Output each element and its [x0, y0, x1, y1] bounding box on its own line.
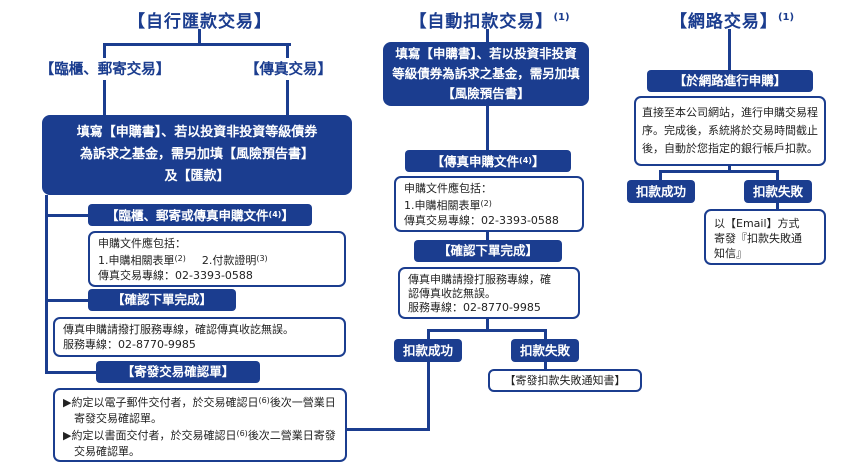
col2-fail-notice-box: 【寄發扣款失敗通知書】 — [488, 369, 642, 392]
col1-fill-form-box: 填寫【申購書】、若以投資非投資等級債券 為訴求之基金，需另加填【風險預告書】 及… — [42, 115, 352, 195]
text-line: 以【Email】方式 — [714, 217, 800, 230]
connector-line — [659, 170, 779, 173]
footnote-mark: (4) — [268, 210, 282, 219]
header-text: 【傳真申購文件 — [431, 154, 520, 169]
col3-debit-fail-box: 扣款失敗 — [744, 180, 812, 203]
col1-confirm-order-box: 傳真申購請撥打服務專線，確認傳真收訖無誤。 服務專線：02-8770-9985 — [53, 317, 346, 357]
connector-line — [776, 203, 779, 209]
text-line: 1.申購相關表單(2) — [404, 196, 574, 213]
col1-confirmation-slip-header: 【寄發交易確認單】 — [96, 361, 260, 383]
text-line: 後，自動於您指定的銀行帳戶扣款。 — [642, 142, 818, 155]
text-line: 【風險預告書】 — [442, 86, 530, 101]
connector-line — [427, 361, 430, 431]
text-segment: 後次二營業日寄發交易確認單。 — [74, 429, 336, 458]
col3-debit-success-box: 扣款成功 — [627, 180, 695, 203]
connector-line — [728, 29, 731, 70]
header-text: 】 — [281, 208, 294, 223]
text-line: 傳真申購請撥打服務專線，確認傳真收訖無誤。 — [63, 323, 294, 336]
connector-line — [659, 170, 662, 180]
footnote-mark: (1) — [553, 12, 570, 23]
text-line: 寄發『扣款失敗通 — [714, 232, 802, 245]
text-line: 傳真申購請撥打服務專線，確 — [408, 273, 551, 286]
column1-title: 【自行匯款交易】 — [128, 12, 272, 32]
connector-line — [45, 195, 48, 374]
header-text: 】 — [531, 154, 545, 169]
connector-line — [486, 29, 489, 42]
text-segment: 後次一營業日寄發交易確認單。 — [74, 396, 336, 425]
text-line: 及【匯款】 — [164, 169, 230, 184]
connector-line — [286, 43, 289, 58]
text-line: 序。完成後，系統將於交易時間截止 — [642, 124, 818, 137]
text-line: 認傳真收訖無誤。 — [408, 287, 496, 300]
footnote-mark: (4) — [519, 156, 532, 165]
text-segment: ▶約定以電子郵件交付者，於交易確認日 — [63, 396, 259, 409]
branch-fax-label: 【傳真交易】 — [245, 62, 332, 78]
text-line: 等級債券為訴求之基金，需另加填 — [392, 66, 580, 81]
text-line: 填寫【申購書】、若以投資非投資 — [395, 46, 577, 61]
title-text: 【網路交易】 — [669, 12, 778, 32]
connector-line — [347, 428, 430, 431]
service-phone-line: 服務專線：02-8770-9985 — [63, 338, 196, 351]
col2-confirm-order-box: 傳真申購請撥打服務專線，確 認傳真收訖無誤。 服務專線：02-8770-9985 — [398, 267, 580, 319]
connector-line — [103, 43, 106, 58]
connector-line — [427, 329, 430, 339]
col2-fax-docs-header: 【傳真申購文件(4)】 — [405, 150, 571, 172]
connector-line — [544, 362, 547, 370]
col1-docs-box: 申購文件應包括： 1.申購相關表單(2) 2.付款證明(3) 傳真交易專線：02-… — [88, 231, 346, 287]
footnote-mark: (3) — [256, 254, 268, 263]
branch-counter-mail-label: 【臨櫃、郵寄交易】 — [39, 62, 171, 78]
col3-online-purchase-box: 直接至本公司網站，進行申購交易程 序。完成後，系統將於交易時間截止 後，自動於您… — [634, 96, 826, 166]
footnote-mark: (2) — [174, 254, 186, 263]
bullet-item: ▶約定以電子郵件交付者，於交易確認日(6)後次一營業日寄發交易確認單。 — [63, 393, 337, 426]
connector-line — [45, 214, 88, 217]
connector-line — [486, 106, 489, 150]
text-line: 知信』 — [714, 247, 747, 260]
footnote-mark: (6) — [258, 396, 270, 405]
title-text: 【自動扣款交易】 — [409, 12, 554, 32]
fax-phone-line: 傳真交易專線：02-3393-0588 — [404, 214, 559, 227]
connector-line — [776, 170, 779, 180]
footnote-mark: (1) — [777, 12, 795, 23]
doc-item: 1.申購相關表單 — [98, 254, 175, 267]
service-phone-line: 服務專線：02-8770-9985 — [408, 301, 541, 314]
connector-line — [728, 166, 731, 173]
col2-debit-success-box: 扣款成功 — [394, 339, 462, 362]
fax-phone-line: 傳真交易專線：02-3393-0588 — [98, 269, 253, 282]
footnote-mark: (2) — [480, 199, 492, 208]
text-line: 直接至本公司網站，進行申購交易程 — [642, 106, 818, 119]
connector-line — [486, 319, 489, 329]
connector-line — [544, 329, 547, 339]
col1-confirm-order-header: 【確認下單完成】 — [88, 289, 236, 311]
column3-title: 【網路交易】(1) — [652, 7, 812, 32]
doc-item: 1.申購相關表單 — [404, 199, 481, 212]
col2-fill-form-box: 填寫【申購書】、若以投資非投資 等級債券為訴求之基金，需另加填 【風險預告書】 — [383, 42, 589, 106]
bullet-item: ▶約定以書面交付者，於交易確認日(6)後次二營業日寄發交易確認單。 — [63, 426, 337, 459]
text-line: 填寫【申購書】、若以投資非投資等級債券 — [76, 125, 318, 140]
connector-line — [198, 29, 201, 43]
connector-line — [486, 232, 489, 240]
text-segment: ▶約定以書面交付者，於交易確認日 — [63, 429, 237, 442]
doc-item: 2.付款證明 — [201, 254, 257, 267]
col2-fax-docs-box: 申購文件應包括： 1.申購相關表單(2) 傳真交易專線：02-3393-0588 — [394, 176, 584, 232]
connector-line — [45, 299, 88, 302]
col2-confirm-order-header: 【確認下單完成】 — [414, 240, 562, 262]
col3-fail-notice-box: 以【Email】方式 寄發『扣款失敗通 知信』 — [704, 209, 826, 265]
col3-online-purchase-header: 【於網路進行申購】 — [647, 70, 813, 92]
connector-line — [427, 329, 547, 332]
connector-line — [286, 80, 289, 115]
column2-title: 【自動扣款交易】(1) — [387, 7, 592, 32]
col2-debit-fail-box: 扣款失敗 — [511, 339, 579, 362]
col1-docs-header: 【臨櫃、郵寄或傳真申購文件(4)】 — [88, 204, 312, 226]
text-line: 申購文件應包括： — [98, 237, 186, 250]
footnote-mark: (6) — [236, 429, 248, 438]
text-line: 1.申購相關表單(2) 2.付款證明(3) — [98, 251, 336, 268]
text-line: 為訴求之基金，需另加填【風險預告書】 — [79, 147, 314, 162]
connector-line — [103, 80, 106, 115]
connector-line — [45, 371, 98, 374]
header-text: 【臨櫃、郵寄或傳真申購文件 — [106, 208, 269, 223]
text-line: 申購文件應包括： — [404, 182, 492, 195]
col1-confirmation-slip-box: ▶約定以電子郵件交付者，於交易確認日(6)後次一營業日寄發交易確認單。 ▶約定以… — [53, 388, 347, 462]
connector-line — [103, 43, 291, 46]
